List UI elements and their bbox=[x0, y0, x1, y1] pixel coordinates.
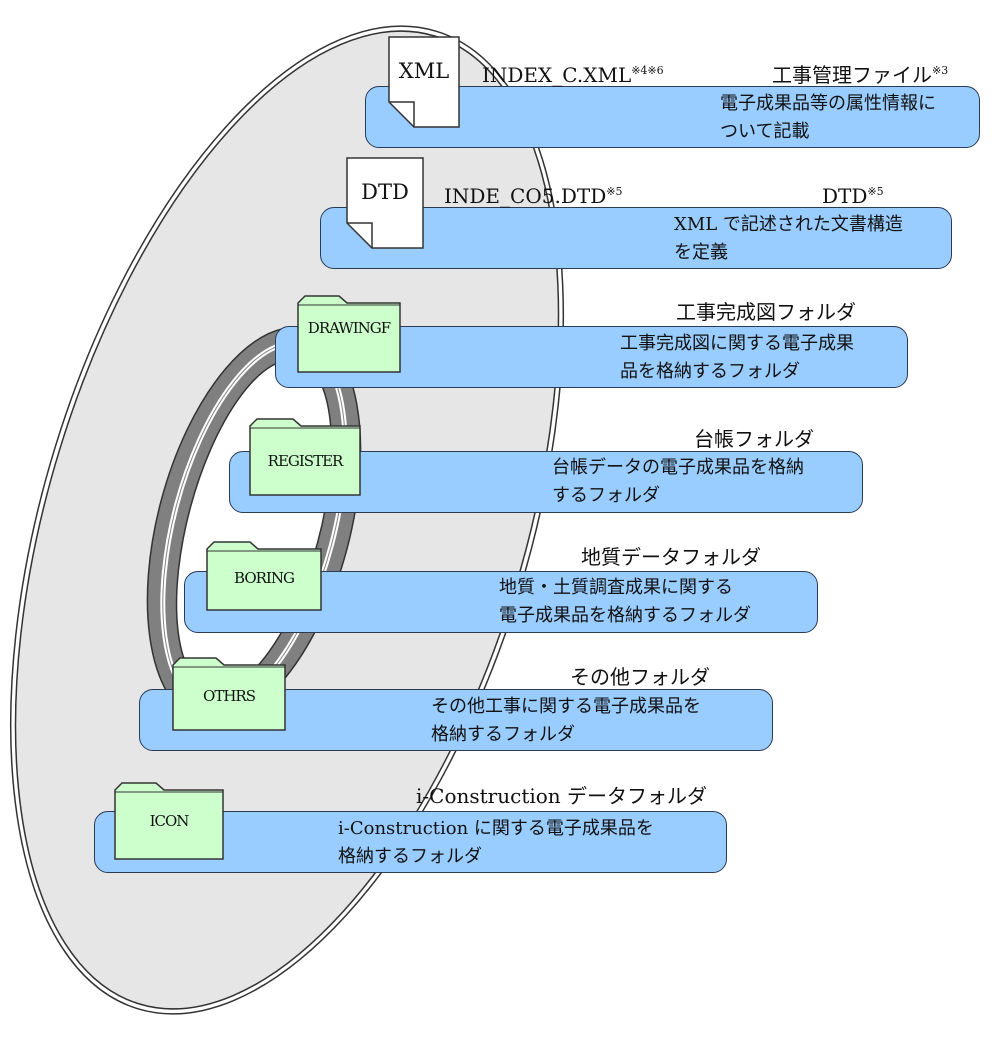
dtd-band bbox=[320, 207, 952, 269]
icon-title: i-Construction データフォルダ bbox=[416, 784, 708, 808]
register-folder-icon[interactable]: REGISTER bbox=[249, 418, 361, 496]
xml-file-icon[interactable]: XML bbox=[388, 36, 460, 128]
dtd-file-label: DTD bbox=[361, 180, 409, 204]
register-title: 台帳フォルダ bbox=[694, 427, 814, 451]
othrs-folder-icon[interactable]: OTHRS bbox=[172, 657, 286, 731]
icon-description: i-Construction に関する電子成果品を 格納するフォルダ bbox=[338, 818, 654, 867]
boring-folder-label: BORING bbox=[234, 569, 295, 587]
xml-band bbox=[365, 86, 980, 148]
drawingf-title: 工事完成図フォルダ bbox=[676, 300, 856, 324]
boring-title: 地質データフォルダ bbox=[581, 545, 761, 569]
icon-folder-icon[interactable]: ICON bbox=[114, 782, 224, 860]
register-description: 台帳データの電子成果品を格納 するフォルダ bbox=[552, 457, 804, 506]
boring-folder-icon[interactable]: BORING bbox=[206, 541, 322, 611]
xml-file-label: XML bbox=[398, 59, 450, 83]
register-folder-label: REGISTER bbox=[267, 452, 344, 470]
boring-description: 地質・土質調査成果に関する 電子成果品を格納するフォルダ bbox=[499, 577, 751, 626]
drawingf-description: 工事完成図に関する電子成果 品を格納するフォルダ bbox=[620, 333, 854, 382]
icon-folder-label: ICON bbox=[149, 812, 190, 830]
dtd-title: DTD※5 bbox=[822, 184, 884, 208]
xml-filename: INDEX_C.XML※4※6 bbox=[482, 63, 664, 87]
othrs-description: その他工事に関する電子成果品を 格納するフォルダ bbox=[431, 696, 701, 745]
dtd-filename: INDE_CO5.DTD※5 bbox=[444, 184, 623, 208]
xml-title: 工事管理ファイル※3 bbox=[772, 63, 949, 87]
dtd-file-icon[interactable]: DTD bbox=[346, 157, 424, 249]
dtd-description: XML で記述された文書構造 を定義 bbox=[674, 214, 903, 263]
othrs-title: その他フォルダ bbox=[570, 665, 710, 689]
xml-description: 電子成果品等の属性情報に ついて記載 bbox=[720, 93, 936, 142]
drawingf-folder-label: DRAWINGF bbox=[307, 319, 391, 337]
othrs-folder-label: OTHRS bbox=[203, 687, 256, 705]
drawingf-folder-icon[interactable]: DRAWINGF bbox=[297, 295, 401, 373]
